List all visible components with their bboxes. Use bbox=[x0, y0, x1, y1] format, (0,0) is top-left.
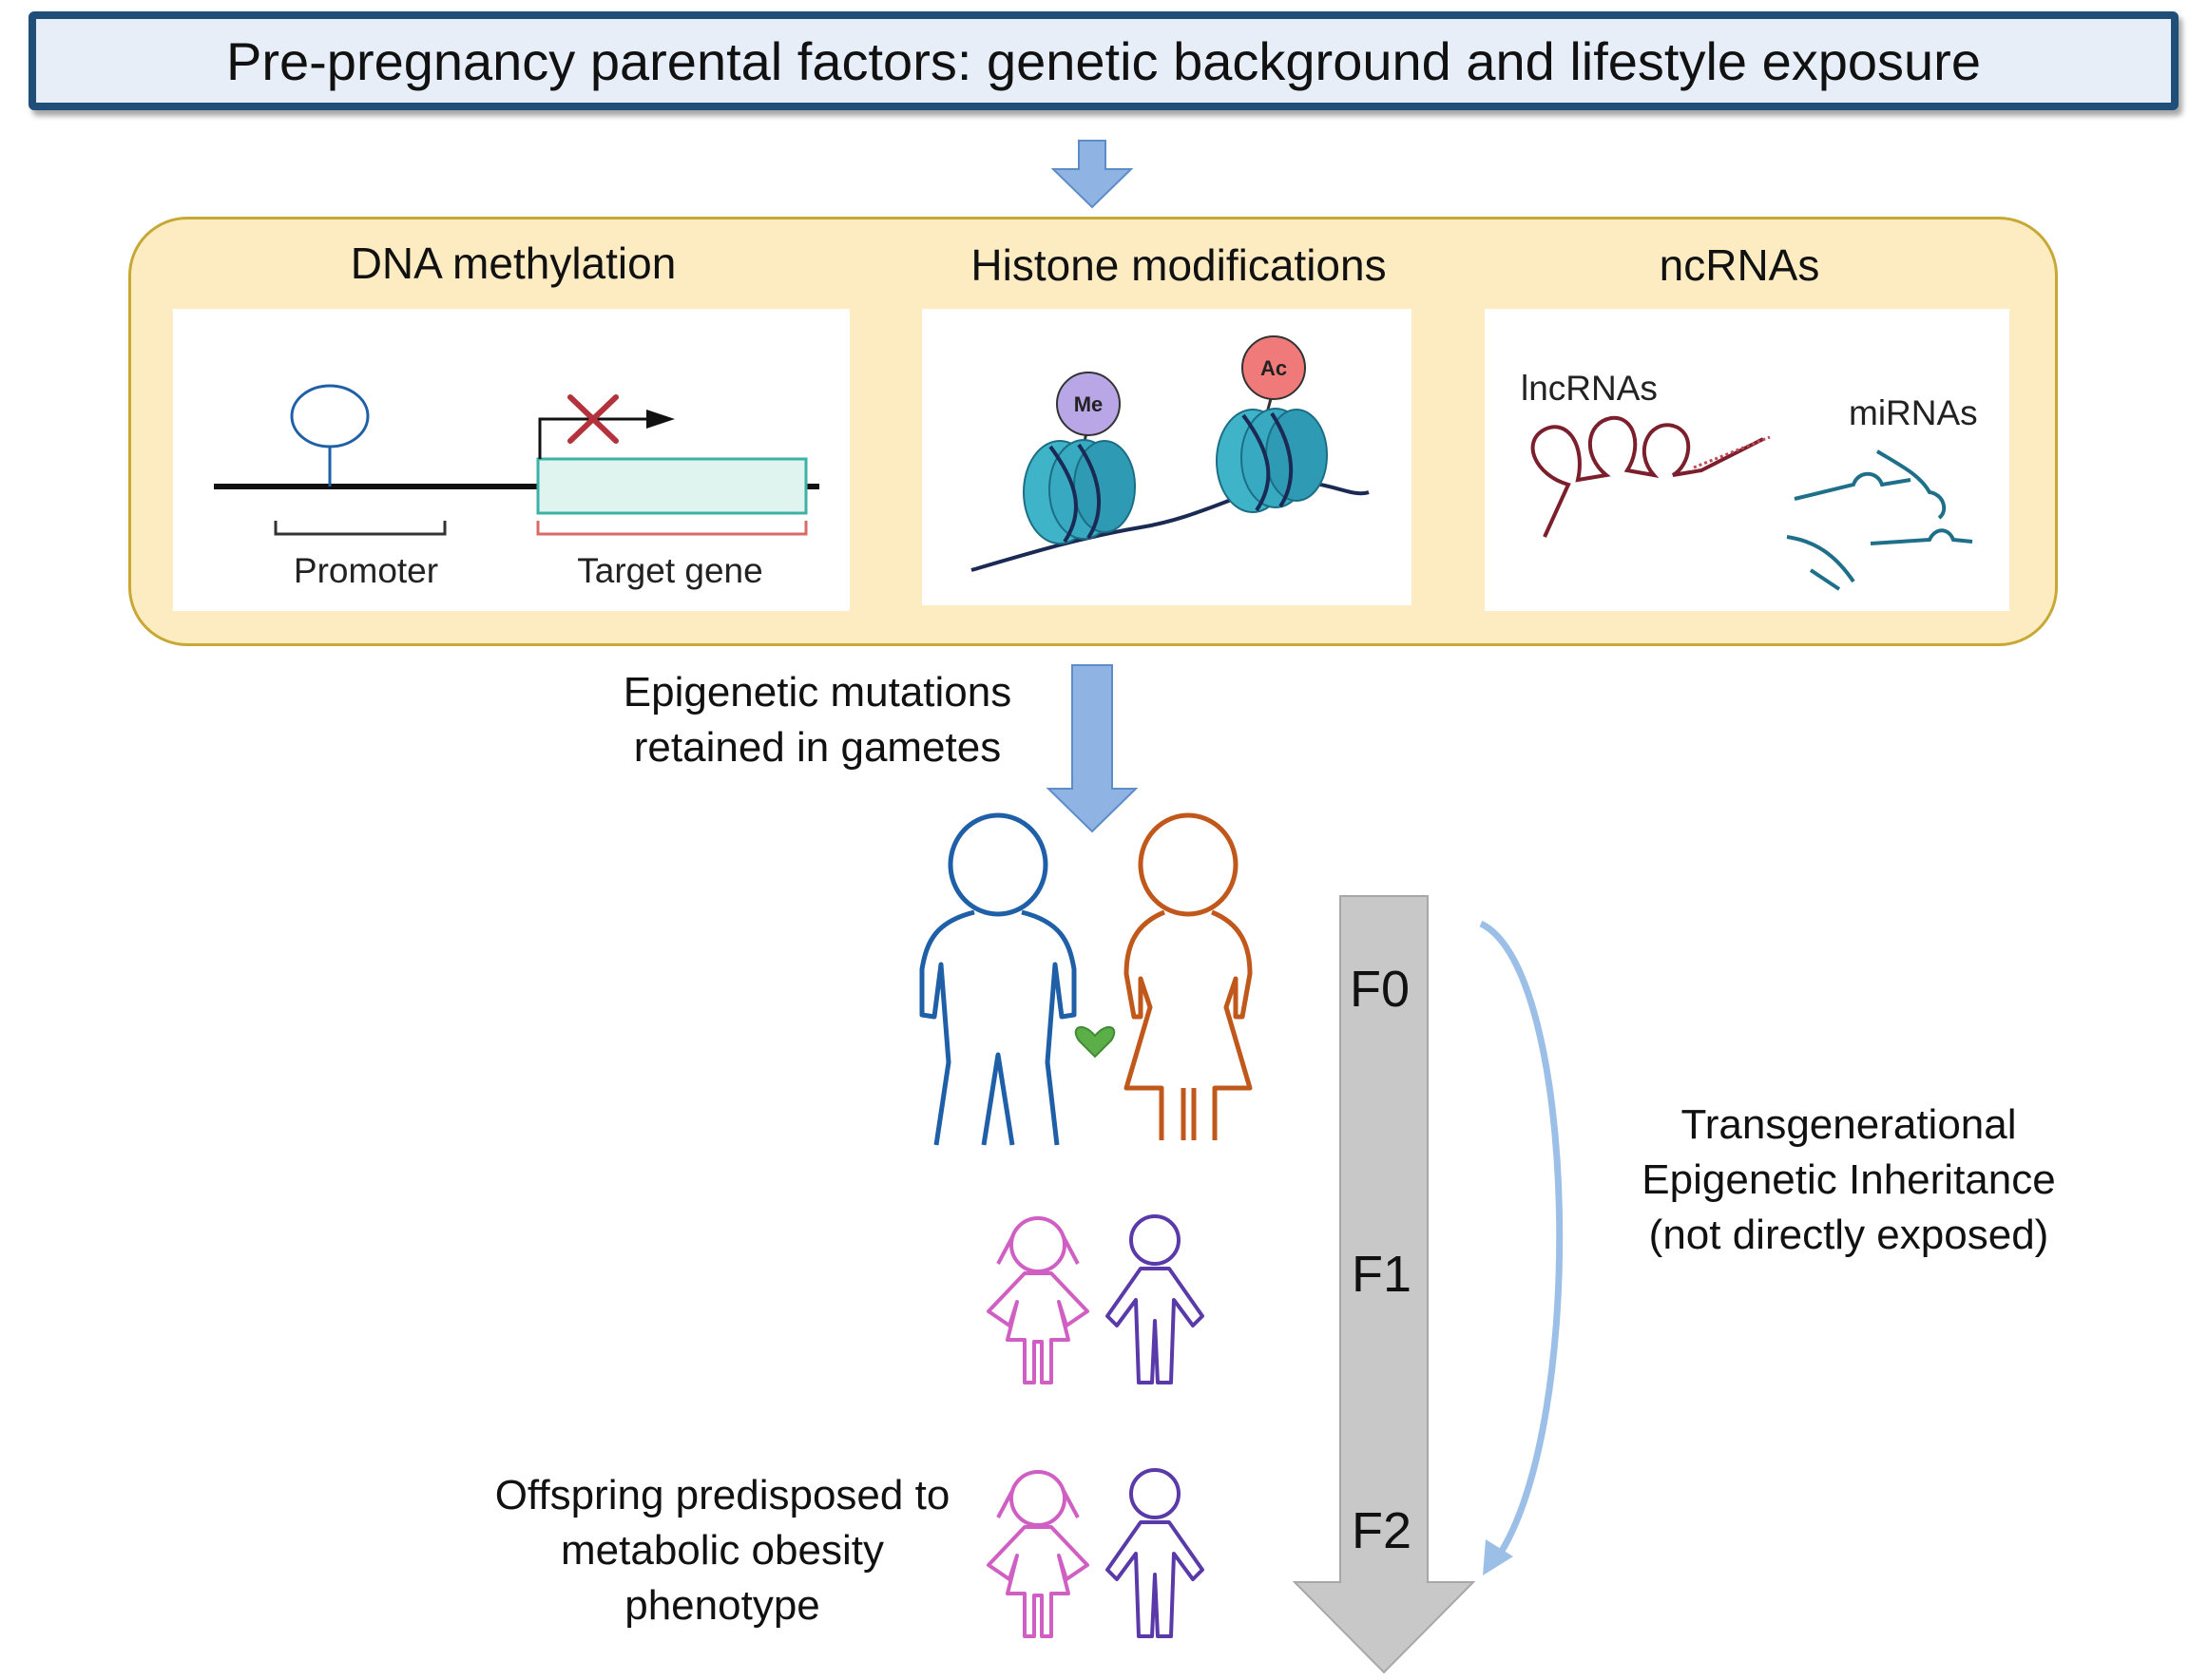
ncrnas-title: ncRNAs bbox=[1659, 240, 1820, 290]
heart-icon bbox=[1074, 1026, 1116, 1059]
title-banner: Pre-pregnancy parental factors: genetic … bbox=[29, 11, 2179, 110]
generation-f2-label: F2 bbox=[1352, 1502, 1412, 1559]
gametes-line-2: retained in gametes bbox=[633, 724, 1002, 771]
me-label: Me bbox=[1074, 392, 1104, 416]
dna-methylation-diagram bbox=[214, 384, 819, 536]
down-arrow-2 bbox=[1046, 664, 1139, 833]
inheritance-arrow-head bbox=[1483, 1539, 1513, 1575]
ncrna-card bbox=[1485, 309, 2009, 611]
target-bracket bbox=[536, 521, 808, 536]
nucleosome-2-icon bbox=[1216, 408, 1328, 513]
histone-card bbox=[922, 309, 1411, 605]
ac-marker-icon bbox=[1241, 335, 1306, 400]
histone-diagram: Me Ac bbox=[970, 335, 1370, 572]
father-figure-icon bbox=[919, 812, 1077, 1146]
offspring-line-1: Offspring predisposed to bbox=[494, 1472, 950, 1518]
transcription-arrow-head bbox=[646, 410, 675, 429]
ac-label: Ac bbox=[1260, 356, 1287, 380]
methyl-group-icon bbox=[290, 384, 370, 449]
girl-figure-f1-icon bbox=[987, 1216, 1089, 1384]
histone-modifications-title: Histone modifications bbox=[970, 240, 1387, 290]
mirna-icon bbox=[1786, 449, 1973, 591]
offspring-text: Offspring predisposed to metabolic obesi… bbox=[456, 1468, 989, 1633]
target-gene-label: Target gene bbox=[577, 551, 763, 590]
promoter-label: Promoter bbox=[293, 551, 439, 590]
lncrna-icon bbox=[1530, 415, 1771, 538]
gametes-line-1: Epigenetic mutations bbox=[623, 669, 1012, 716]
gametes-text: Epigenetic mutations retained in gametes bbox=[556, 665, 1079, 775]
target-gene-box bbox=[536, 457, 808, 515]
inheritance-line-3: (not directly exposed) bbox=[1648, 1212, 2049, 1258]
mother-figure-icon bbox=[1123, 812, 1253, 1140]
me-marker-icon bbox=[1056, 372, 1121, 436]
boy-figure-f1-icon bbox=[1105, 1214, 1204, 1384]
girl-figure-f2-icon bbox=[987, 1470, 1089, 1638]
dna-thread bbox=[970, 480, 1370, 572]
nucleosome-1-icon bbox=[1023, 439, 1136, 544]
inheritance-line-1: Transgenerational bbox=[1680, 1101, 2017, 1148]
generation-f1-label: F1 bbox=[1352, 1246, 1412, 1303]
blocked-x-icon bbox=[567, 394, 619, 444]
offspring-line-2: metabolic obesity bbox=[561, 1527, 884, 1574]
mirnas-label: miRNAs bbox=[1849, 393, 1978, 432]
offspring-line-3: phenotype bbox=[624, 1582, 820, 1629]
lncrnas-label: lncRNAs bbox=[1521, 369, 1658, 408]
generation-f0-label: F0 bbox=[1350, 961, 1411, 1018]
boy-figure-f2-icon bbox=[1105, 1468, 1204, 1638]
inheritance-curve bbox=[1479, 920, 1564, 1560]
inheritance-line-2: Epigenetic Inheritance bbox=[1642, 1156, 2056, 1203]
promoter-bracket bbox=[274, 521, 447, 536]
down-arrow-1 bbox=[1050, 140, 1134, 209]
dna-methylation-title: DNA methylation bbox=[350, 239, 677, 288]
page-title: Pre-pregnancy parental factors: genetic … bbox=[226, 30, 1981, 91]
inheritance-text: Transgenerational Epigenetic Inheritance… bbox=[1597, 1098, 2101, 1263]
transcription-arrow-line bbox=[538, 417, 646, 459]
generation-arrow bbox=[1292, 895, 1476, 1674]
